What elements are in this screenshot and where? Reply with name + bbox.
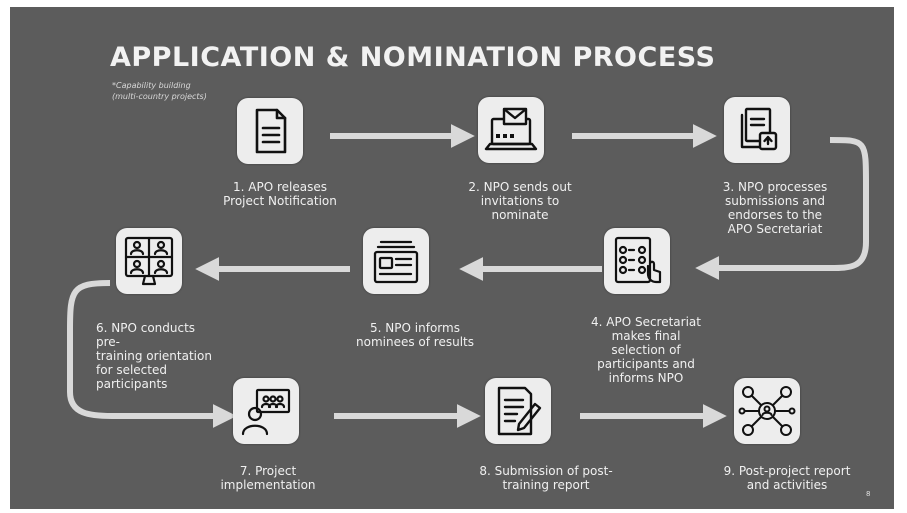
arrow-3-to-4 bbox=[695, 137, 869, 280]
step-8-label: 8. Submission of post- training report bbox=[479, 464, 613, 492]
step-7-box bbox=[233, 378, 299, 444]
report-pen-icon bbox=[497, 386, 542, 436]
step-1-label: 1. APO releases Project Notification bbox=[223, 180, 337, 208]
step-3-box bbox=[724, 97, 790, 163]
step-4-label: 4. APO Secretariat makes final selection… bbox=[590, 315, 701, 385]
step-9-box bbox=[734, 378, 800, 444]
video-conference-icon bbox=[124, 236, 174, 286]
step-2-box bbox=[478, 97, 544, 163]
step-8-box bbox=[485, 378, 551, 444]
step-6-label: 6. NPO conducts pre- training orientatio… bbox=[96, 321, 212, 391]
step-7-label: 7. Project implementation bbox=[220, 464, 316, 492]
step-6-box bbox=[116, 228, 182, 294]
file-cards-icon bbox=[373, 240, 419, 284]
step-1-box bbox=[237, 98, 303, 164]
slide-title: APPLICATION & NOMINATION PROCESS bbox=[110, 42, 716, 73]
document-icon bbox=[255, 108, 287, 154]
step-2-label: 2. NPO sends out invitations to nominate bbox=[468, 180, 572, 222]
step-5-box bbox=[363, 228, 429, 294]
step-9-label: 9. Post-project report and activities bbox=[723, 464, 851, 492]
network-people-icon bbox=[738, 386, 796, 436]
step-4-box bbox=[604, 228, 670, 294]
laptop-mail-icon bbox=[484, 107, 538, 151]
document-upload-icon bbox=[740, 107, 778, 151]
slide-subtitle: *Capability building (multi-country proj… bbox=[112, 81, 207, 101]
step-5-label: 5. NPO informs nominees of results bbox=[356, 321, 474, 349]
presentation-screen-icon bbox=[241, 388, 291, 436]
step-3-label: 3. NPO processes submissions and endorse… bbox=[722, 180, 828, 236]
checklist-selection-icon bbox=[614, 236, 662, 284]
arrow-6-to-7 bbox=[67, 280, 237, 428]
page-number: 8 bbox=[866, 490, 871, 498]
